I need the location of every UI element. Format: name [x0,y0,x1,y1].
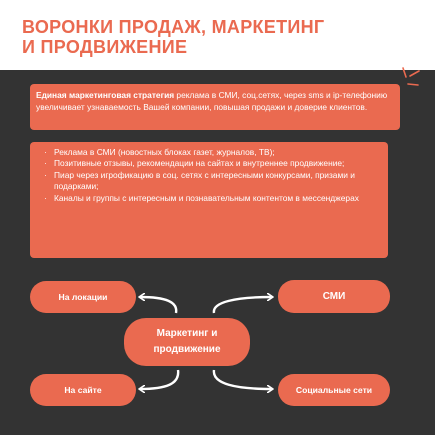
list-item: Реклама в СМИ (новостных блоках газет, ж… [44,147,380,159]
arrow-to-top-right [212,297,272,314]
arrow-to-top-left [140,297,178,314]
node-media: СМИ [278,280,390,313]
bullet-list: Реклама в СМИ (новостных блоках газет, ж… [44,147,380,204]
title-line-1: ВОРОНКИ ПРОДАЖ, МАРКЕТИНГ [22,17,325,37]
node-on-location: На локации [30,281,136,313]
node-social-networks: Социальные сети [278,374,390,406]
strategy-box: Единая маркетинговая стратегия реклама в… [30,84,400,130]
title-line-2: И ПРОДВИЖЕНИЕ [22,37,188,57]
arrow-to-bottom-right [212,369,272,389]
page-title: ВОРОНКИ ПРОДАЖ, МАРКЕТИНГ И ПРОДВИЖЕНИЕ [22,17,324,57]
list-item: Пиар через игрофикацию в соц. сетях с ин… [44,170,380,193]
sparkle-lines-icon [402,67,420,86]
arrow-to-bottom-left [140,369,180,389]
node-on-website: На сайте [30,374,136,406]
bullet-list-box: Реклама в СМИ (новостных блоках газет, ж… [30,142,388,258]
header: ВОРОНКИ ПРОДАЖ, МАРКЕТИНГ И ПРОДВИЖЕНИЕ [0,0,435,70]
list-item: Позитивные отзывы, рекомендации на сайта… [44,158,380,170]
node-marketing-center: Маркетинг и продвижение [124,318,250,366]
list-item: Каналы и группы с интересным и познавате… [44,193,380,205]
strategy-text: реклама в СМИ, соц.сетях, через sms и ip… [36,90,388,112]
strategy-bold-text: Единая маркетинговая стратегия [36,90,175,100]
